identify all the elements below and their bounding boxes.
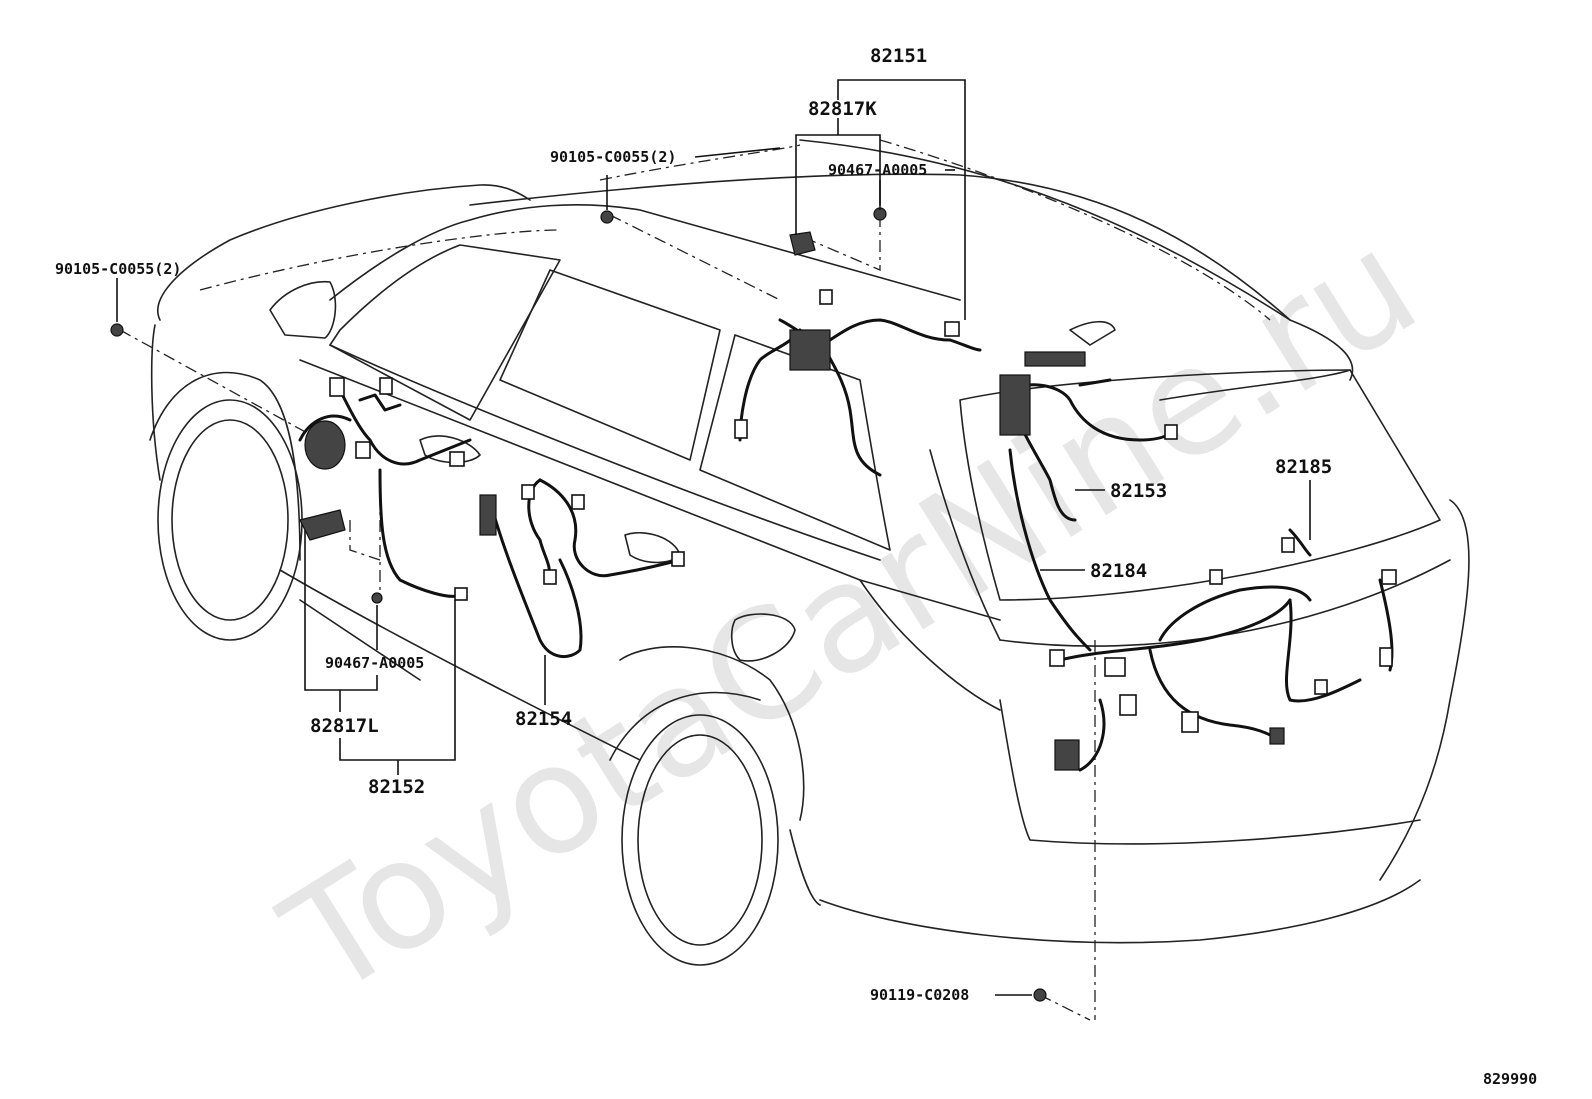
harness-82151-roof (734, 231, 982, 477)
label-90467-top: 90467-A0005 (828, 161, 927, 179)
label-82185: 82185 (1275, 456, 1332, 478)
watermark-text: ToyotaCarNine.ru (256, 198, 1446, 1031)
assembly-lines (119, 139, 1271, 1021)
label-82184: 82184 (1090, 560, 1147, 582)
label-82817K: 82817K (808, 98, 877, 120)
label-90467-low: 90467-A0005 (325, 654, 424, 672)
label-90119: 90119-C0208 (870, 986, 969, 1004)
part-labels: 82151 82817K 90105-C0055(2) 90467-A0005 … (55, 45, 1537, 1088)
harness-82185-rear-hatch (1049, 528, 1397, 772)
label-82152: 82152 (368, 776, 425, 798)
label-90105-top: 90105-C0055(2) (550, 148, 676, 166)
harness-82152-front-door (298, 377, 472, 601)
label-82154: 82154 (515, 708, 572, 730)
harness-82184-hatch-side (1008, 448, 1092, 652)
label-82153: 82153 (1110, 480, 1167, 502)
label-90105-left: 90105-C0055(2) (55, 260, 181, 278)
vehicle-outline (149, 139, 1470, 966)
harness-82154-rear-door (479, 478, 685, 659)
label-82151: 82151 (870, 45, 927, 67)
fasteners (110, 207, 1047, 1002)
leader-lines (116, 79, 1311, 996)
harness-82153-hatch-upper (999, 351, 1178, 522)
label-82817L: 82817L (310, 715, 379, 737)
figure-id: 829990 (1483, 1070, 1537, 1088)
